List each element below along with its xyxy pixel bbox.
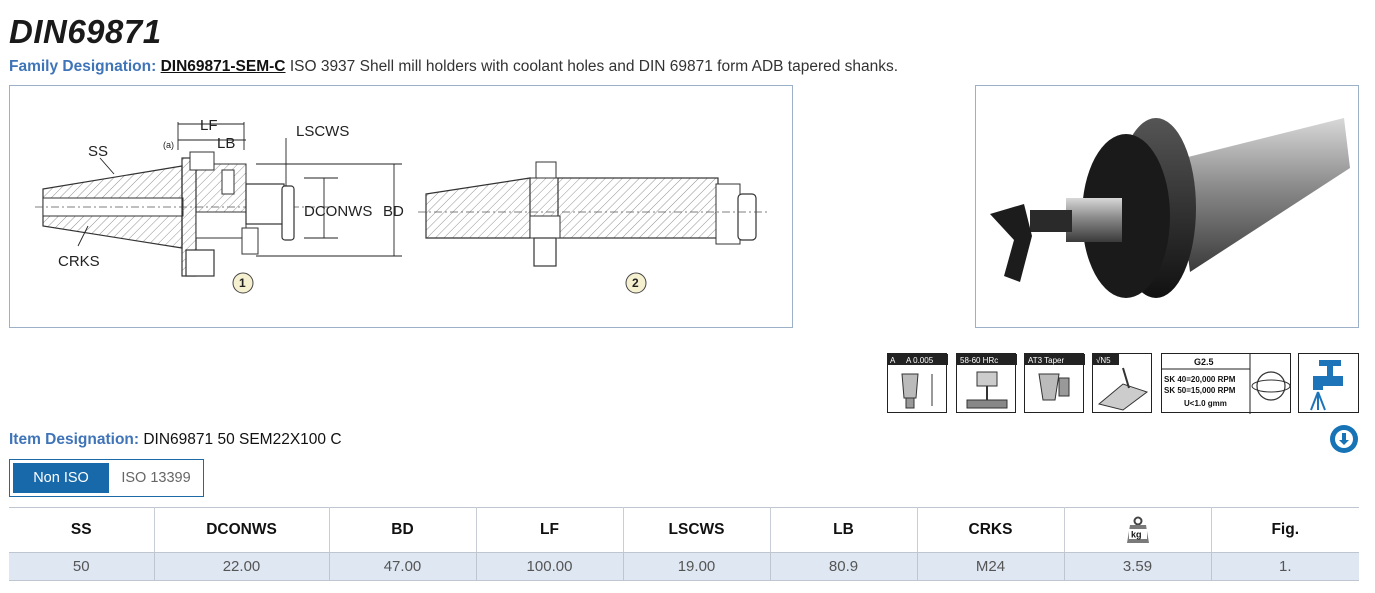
family-description: ISO 3937 Shell mill holders with coolant… (289, 58, 899, 75)
label-lscws: LSCWS (296, 123, 349, 140)
family-code-link[interactable]: DIN69871-SEM-C (160, 58, 286, 75)
item-label: Item Designation: (9, 431, 140, 448)
toggle-iso-13399[interactable]: ISO 13399 (121, 470, 191, 486)
runout-picto: A A 0.005 (887, 353, 948, 413)
table-header-row: SS DCONWS BD LF LSCWS LB CRKS kg Fig. (9, 507, 1359, 553)
col-weight: kg (1064, 507, 1212, 553)
balance-title: G2.5 (1194, 357, 1214, 367)
hardness-line1: 58-60 HRc (960, 356, 998, 365)
label-crks: CRKS (58, 253, 100, 270)
balance-line1: SK 40=20,000 RPM (1164, 375, 1236, 384)
taper-picto: AT3 Taper (1024, 353, 1085, 413)
col-lb: LB (770, 507, 918, 553)
fig-1-number: 1 (239, 276, 246, 290)
runout-line2: A 0.005 (906, 356, 934, 365)
col-lscws: LSCWS (623, 507, 771, 553)
balance-line3: U<1.0 gmm (1184, 399, 1227, 408)
item-value: DIN69871 50 SEM22X100 C (143, 431, 342, 448)
hardness-picto: 58-60 HRc (956, 353, 1017, 413)
family-designation: Family Designation: DIN69871-SEM-C ISO 3… (9, 57, 898, 77)
runout-line1: A (890, 356, 896, 365)
kg-label: kg (1131, 530, 1142, 540)
surface-line1: √N5 (1096, 356, 1111, 365)
table-row: 50 22.00 47.00 100.00 19.00 80.9 M24 3.5… (9, 552, 1359, 581)
item-designation: Item Designation: DIN69871 50 SEM22X100 … (9, 430, 342, 450)
surface-finish-picto: √N5 (1092, 353, 1152, 413)
product-photo (975, 85, 1359, 328)
download-button[interactable] (1330, 425, 1358, 453)
fig-2-number: 2 (632, 276, 639, 290)
col-crks: CRKS (917, 507, 1065, 553)
cell-bd: 47.00 (329, 552, 477, 581)
technical-drawing: LF LB LSCWS SS DCONWS BD CRKS (a) 1 2 (9, 85, 793, 328)
page-title: DIN69871 (9, 13, 162, 50)
toggle-non-iso[interactable]: Non ISO (13, 463, 109, 493)
cell-weight: 3.59 (1064, 552, 1212, 581)
holder-1-drawing (35, 151, 330, 277)
col-fig: Fig. (1211, 507, 1359, 553)
col-dconws: DCONWS (154, 507, 330, 553)
cell-crks: M24 (917, 552, 1065, 581)
balance-line2: SK 50=15,000 RPM (1164, 386, 1236, 395)
family-label: Family Designation: (9, 58, 157, 75)
standard-toggle: Non ISO ISO 13399 (9, 459, 204, 497)
cell-lscws: 19.00 (623, 552, 771, 581)
cell-lb: 80.9 (770, 552, 918, 581)
cell-ss: 50 (9, 552, 155, 581)
cell-fig: 1. (1211, 552, 1359, 581)
coolant-icon (1310, 360, 1343, 411)
download-circle-icon (1335, 430, 1353, 448)
cell-dconws: 22.00 (154, 552, 330, 581)
label-ss: SS (88, 143, 108, 160)
col-ss: SS (9, 507, 155, 553)
label-bd: BD (383, 203, 404, 220)
col-bd: BD (329, 507, 477, 553)
holder-2-drawing (418, 161, 770, 267)
coolant-picto (1298, 353, 1359, 413)
label-note-a: (a) (163, 140, 174, 150)
label-lb: LB (217, 135, 235, 152)
balance-picto: G2.5 SK 40=20,000 RPM SK 50=15,000 RPM U… (1161, 353, 1291, 414)
cell-lf: 100.00 (476, 552, 624, 581)
label-dconws: DCONWS (304, 203, 372, 220)
label-lf: LF (200, 117, 218, 134)
kg-weight-icon: kg (1126, 516, 1149, 543)
taper-line1: AT3 Taper (1028, 356, 1065, 365)
specs-table: SS DCONWS BD LF LSCWS LB CRKS kg Fig. 50… (9, 507, 1359, 581)
col-lf: LF (476, 507, 624, 553)
